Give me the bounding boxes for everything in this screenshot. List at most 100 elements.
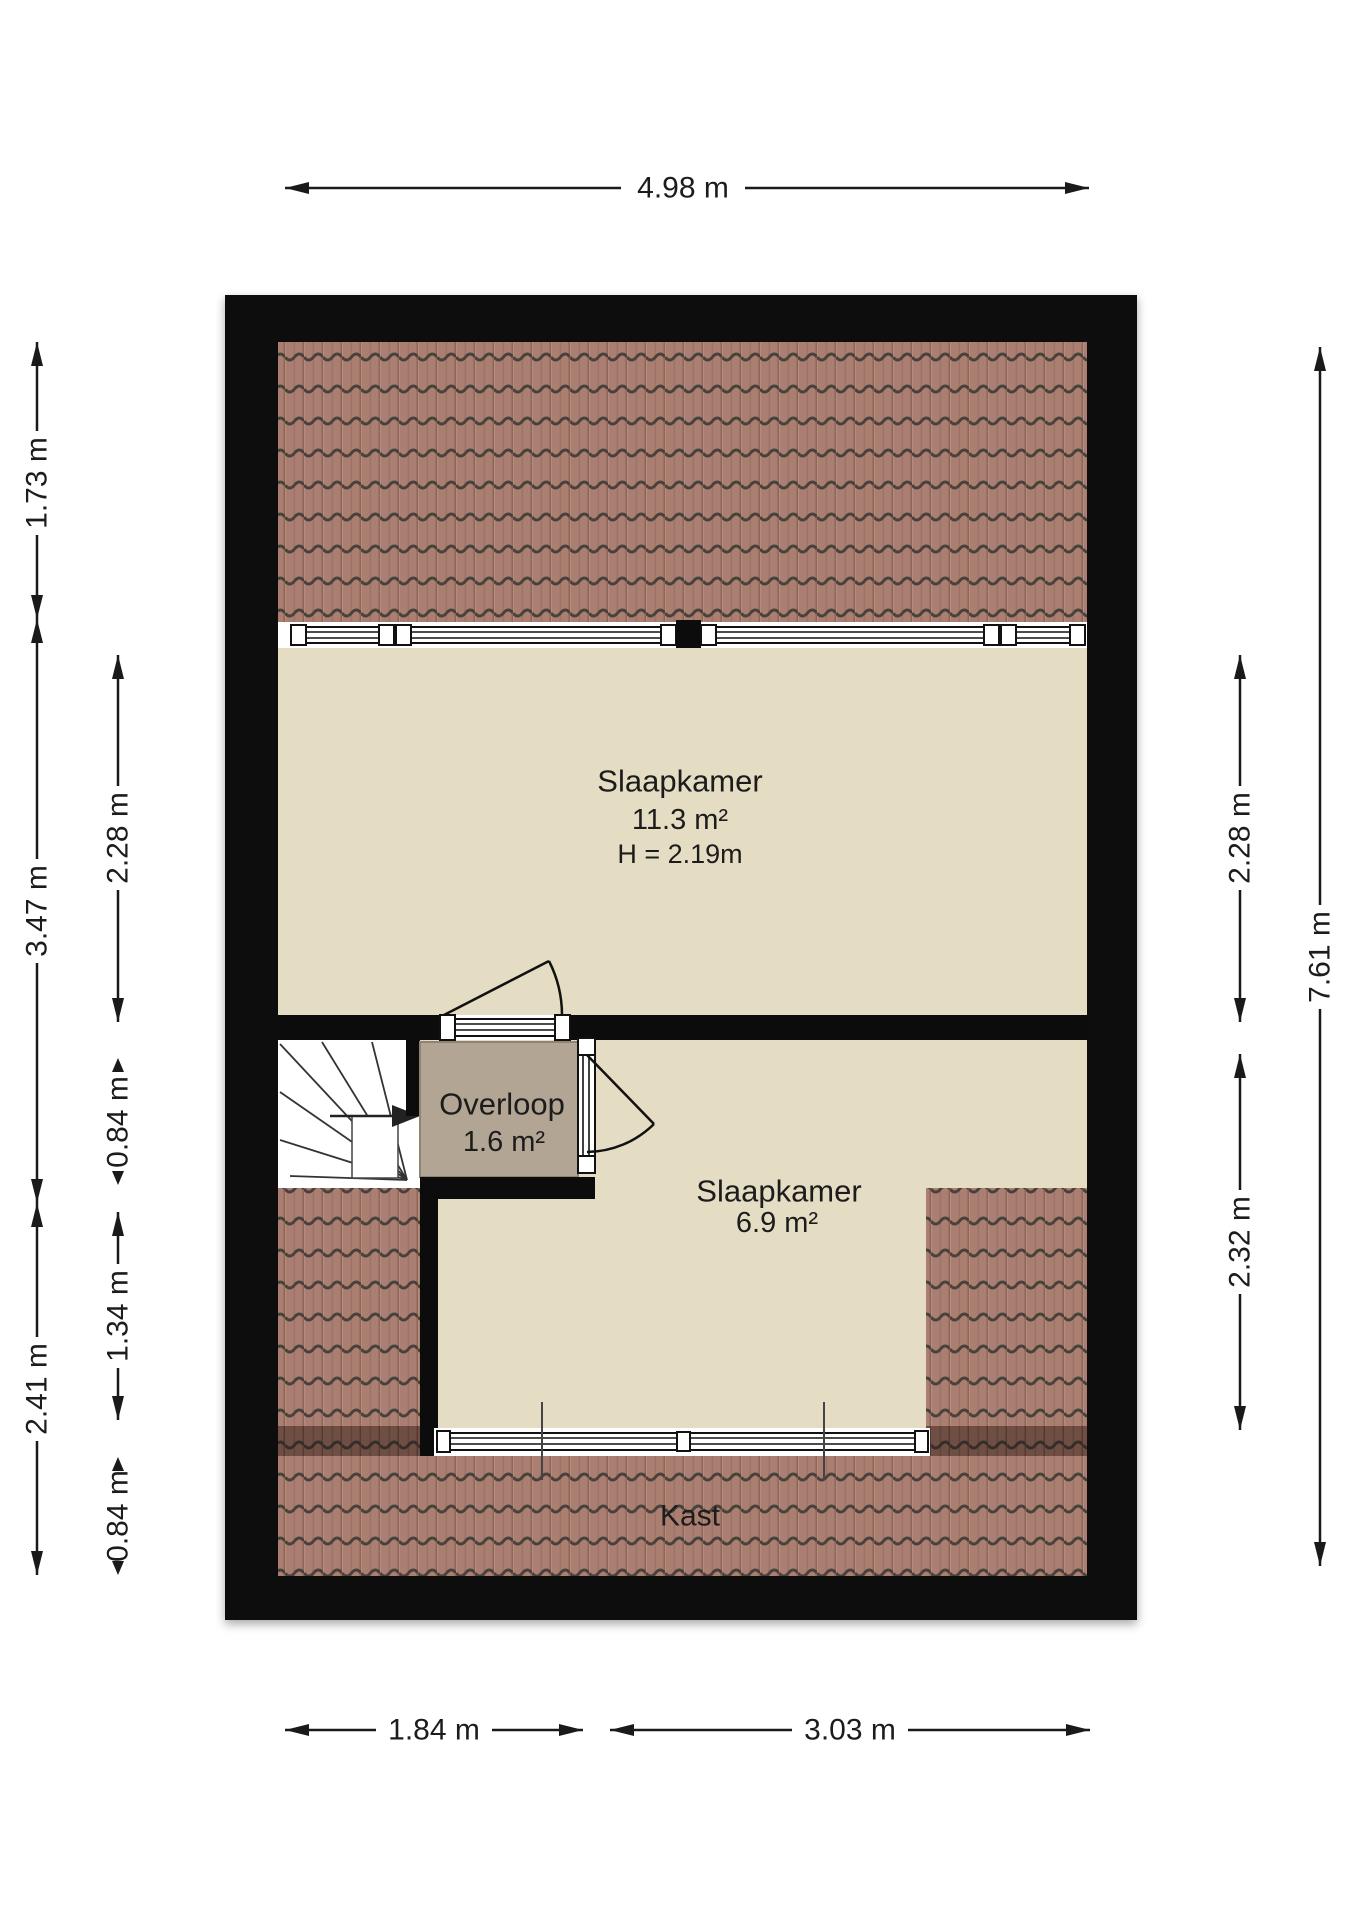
dim-arrowhead [1314, 347, 1326, 371]
roof-lower-left [278, 1188, 420, 1426]
dim-arrowhead [1234, 655, 1246, 679]
window-glazing-left [290, 626, 677, 644]
dim-label: 2.41 m [21, 1343, 54, 1435]
window-post [436, 1430, 451, 1453]
dim-label: 0.84 m [102, 1470, 135, 1562]
room-label-landing: Overloop [439, 1087, 565, 1122]
dim-arrowhead [1066, 1724, 1090, 1736]
dim-bottom-left: 1.84 m [285, 1714, 583, 1747]
door-bedroom-large [439, 959, 571, 1041]
door-leaf [443, 959, 550, 1017]
door-post [577, 1037, 596, 1056]
room-label-closet: Kast [660, 1500, 721, 1533]
dim-label: 3.47 m [21, 865, 54, 957]
door-leaf [586, 1054, 655, 1125]
stair-tread [289, 1175, 408, 1181]
dim-arrowhead [112, 1212, 124, 1236]
door-post [439, 1014, 456, 1041]
dim-left-inner-1: 2.28 m [102, 655, 135, 1022]
dim-arrowhead [610, 1724, 634, 1736]
dim-arrowhead [31, 595, 43, 619]
window-post [700, 624, 717, 646]
dim-label: 2.28 m [1224, 792, 1257, 884]
roof-lower-right [926, 1188, 1087, 1426]
door-post [554, 1014, 571, 1041]
dim-arrowhead [285, 1724, 309, 1736]
staircase [278, 1040, 420, 1188]
dim-left-inner-4: 0.84 m [102, 1457, 135, 1575]
room-bedroom-large-floor [278, 648, 1087, 1015]
dim-left-inner-3: 1.34 m [102, 1212, 135, 1420]
window-post [1000, 624, 1017, 646]
dim-label: 1.84 m [388, 1714, 480, 1747]
dim-label: 1.73 m [21, 437, 54, 529]
dim-label: 4.98 m [637, 172, 729, 205]
dim-arrowhead [112, 1396, 124, 1420]
room-area-bedroom-small: 6.9 m² [736, 1207, 819, 1239]
dim-right-inner-1: 2.28 m [1224, 655, 1257, 1022]
dim-label: 0.84 m [102, 1076, 135, 1168]
window-post [395, 624, 412, 646]
dim-arrowhead [31, 342, 43, 366]
door-swing-arc [547, 960, 564, 1016]
dim-arrowhead [1314, 1542, 1326, 1566]
plan-body: Slaapkamer 11.3 m² H = 2.19m Overloop 1.… [225, 295, 1137, 1620]
door-post [577, 1155, 596, 1174]
dim-right-outer: 7.61 m [1304, 347, 1337, 1566]
window-post [290, 624, 307, 646]
mid-wall [278, 1015, 1087, 1040]
dim-arrowhead [1234, 1054, 1246, 1078]
dim-arrowhead-small [112, 1058, 124, 1072]
dim-right-inner-2: 2.32 m [1224, 1054, 1257, 1430]
dim-arrowhead [31, 1551, 43, 1575]
room-area-landing: 1.6 m² [463, 1126, 546, 1158]
dim-arrowhead-small [112, 1171, 124, 1185]
dim-left-outer-1: 1.73 m [21, 342, 54, 619]
dim-arrowhead [1234, 1406, 1246, 1430]
dim-arrowhead [1065, 182, 1089, 194]
roof-dark-band-left [278, 1426, 420, 1456]
dim-label: 1.34 m [102, 1270, 135, 1362]
stair-tread [371, 1041, 408, 1181]
dim-arrowhead [112, 655, 124, 679]
dim-left-inner-2: 0.84 m [102, 1058, 135, 1185]
window-glazing-right [700, 626, 1086, 644]
door-swing-arc [586, 1123, 655, 1154]
dim-top-width: 4.98 m [285, 172, 1089, 205]
room-height-bedroom-large: H = 2.19m [617, 839, 742, 869]
roof-bottom-closet [278, 1456, 1087, 1576]
window-post [660, 624, 677, 646]
dim-arrowhead [285, 182, 309, 194]
west-inner-wall [420, 1177, 438, 1456]
dim-label: 7.61 m [1304, 911, 1337, 1003]
dim-arrowhead [112, 998, 124, 1022]
landing-south-wall [420, 1177, 595, 1199]
window-post [1069, 624, 1086, 646]
window-top [278, 620, 1087, 648]
room-label-bedroom-large: Slaapkamer [597, 764, 762, 799]
dim-label: 2.32 m [1224, 1196, 1257, 1288]
room-label-bedroom-small: Slaapkamer [696, 1174, 861, 1209]
dimension-annotations: 4.98 m 1.84 m 3.03 m 1.73 m [21, 172, 1337, 1747]
dim-arrowhead [31, 619, 43, 643]
window-post [983, 624, 1000, 646]
dim-label: 2.28 m [102, 792, 135, 884]
dim-arrowhead [31, 1179, 43, 1203]
window-post [378, 624, 395, 646]
window-bottom [434, 1402, 930, 1480]
dim-arrowhead [1234, 998, 1246, 1022]
dim-bottom-right: 3.03 m [610, 1714, 1090, 1747]
stair-flight-box [351, 1115, 399, 1179]
door-frame [452, 1018, 558, 1037]
dim-arrowhead-small [112, 1457, 124, 1471]
roof-top [278, 342, 1087, 622]
window-mullion [676, 1431, 691, 1452]
window-post [914, 1430, 929, 1453]
dim-arrowhead [31, 1203, 43, 1227]
room-labels: Slaapkamer 11.3 m² H = 2.19m Overloop 1.… [439, 764, 862, 1533]
window-mullion [676, 620, 701, 648]
dim-left-outer-2: 3.47 m [21, 619, 54, 1203]
stub-wall [406, 1040, 420, 1116]
